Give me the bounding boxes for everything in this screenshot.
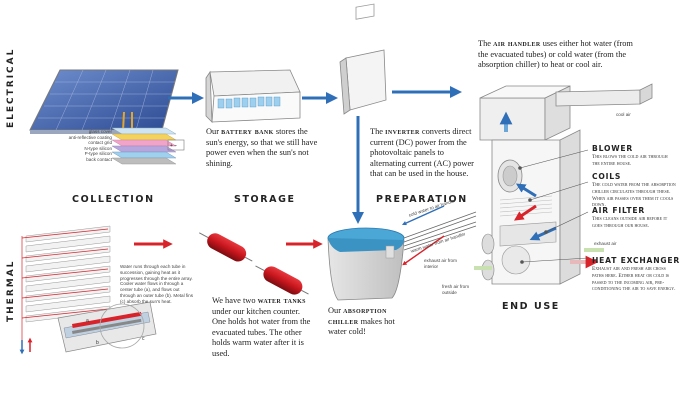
inverter-icon (339, 3, 387, 115)
collection-heading: COLLECTION (72, 194, 155, 205)
inverter-text-pre: The (370, 127, 386, 136)
evacuated-tubes-icon (19, 225, 157, 355)
panel-layer-label: anti-reflective coating (68, 134, 112, 140)
inverter-text-post: converts direct current (DC) power from … (370, 127, 474, 179)
chiller-text-post: makes hot water cold! (328, 316, 395, 337)
cool-air-label: cool air (616, 112, 631, 117)
water-tanks-description: We have two water tanks under our kitche… (212, 296, 312, 360)
electrical-row-label: ELECTRICAL (6, 47, 16, 128)
inverter-text-bold: inverter (385, 127, 420, 136)
air-handler-icon (474, 83, 653, 285)
chiller-text-bold: absorption chiller (328, 306, 387, 326)
preparation-heading: PREPARATION (376, 194, 468, 205)
panel-layer-label: glass cover (88, 129, 112, 134)
battery-text-post: stores the sun's energy, so that we stil… (206, 127, 318, 168)
air-handler-text-pre: The (478, 39, 494, 48)
flow-arrows (134, 86, 462, 249)
battery-text-bold: battery bank (221, 127, 274, 136)
air-handler-text-bold: air handler (493, 39, 541, 48)
battery-text-pre: Our (206, 127, 222, 136)
thermal-row-label: THERMAL (6, 259, 16, 322)
water-tanks-icon (199, 232, 309, 295)
end-use-heading: END USE (502, 301, 560, 312)
tube-label-b: b (96, 340, 99, 346)
storage-heading: STORAGE (234, 194, 296, 205)
air-handler-text-post: uses either hot water (from the evacuate… (478, 39, 633, 70)
svg-text:+ −: + − (170, 143, 177, 149)
panel-layer-label: contact grid (88, 140, 112, 146)
blower-callout-body: This blows the cold air through the enti… (592, 154, 668, 167)
battery-description: Our battery bank stores the sun's energy… (206, 127, 324, 169)
thermal-description: Water runs through each tube in successi… (120, 264, 194, 304)
air-filter-callout-title: AIR FILTER (592, 206, 646, 215)
tanks-text-bold: water tanks (257, 296, 306, 305)
chiller-description: Our absorption chiller makes hot water c… (328, 306, 400, 338)
fresh-air-label: fresh air from outside (442, 284, 470, 295)
panel-layer-label: N-type silicon (84, 145, 112, 151)
air-filter-callout-body: This cleans outside air before it goes t… (592, 216, 668, 229)
absorption-chiller-icon (327, 205, 477, 301)
blower-callout-title: BLOWER (592, 144, 634, 153)
tanks-text-pre: We have two (212, 296, 258, 305)
chiller-text-pre: Our (328, 306, 344, 315)
pv-layer-stack-icon: + − (111, 111, 185, 165)
tube-label-a: a (86, 318, 89, 324)
solar-panel-icon (29, 69, 179, 134)
panel-layer-label: P-type silicon (84, 151, 112, 157)
heat-exchanger-callout-body: Exhaust air and fresh air cross paths he… (592, 266, 676, 293)
tube-label-c: c (142, 336, 145, 342)
panel-layer-list: glass cover anti-reflective coating cont… (56, 129, 112, 163)
tanks-text-post: under our kitchen counter. One holds hot… (212, 306, 311, 358)
inverter-description: The inverter converts direct current (DC… (370, 127, 478, 180)
heat-exchanger-callout-title: HEAT EXCHANGER (592, 256, 680, 265)
coils-callout-body: The cold water from the absorption chill… (592, 182, 676, 209)
battery-bank-icon (205, 69, 301, 124)
callout-leaders (518, 149, 589, 264)
exhaust-air-label: exhaust air (594, 241, 617, 246)
coils-callout-title: COILS (592, 172, 622, 181)
air-handler-description: The air handler uses either hot water (f… (478, 39, 642, 71)
panel-layer-label: back contact (86, 156, 112, 162)
exhaust-interior-label: exhaust air from interior (424, 258, 457, 269)
